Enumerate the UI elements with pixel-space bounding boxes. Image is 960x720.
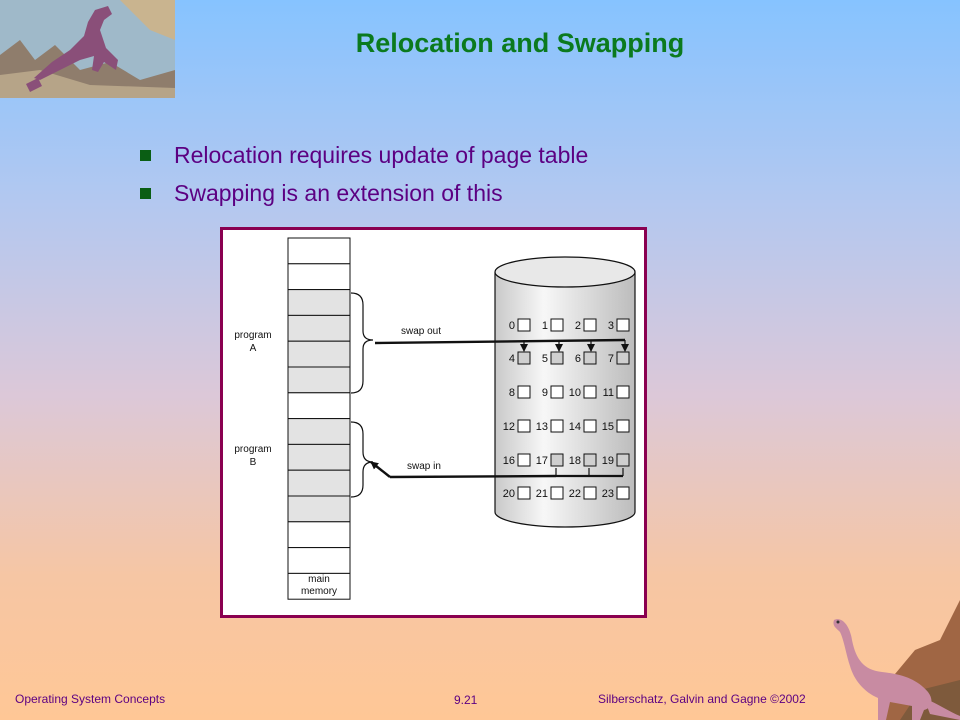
disk-block [517,453,531,467]
disk-block [550,419,564,433]
memory-frame [287,366,351,394]
disk-block-number: 17 [536,455,548,467]
memory-frame [287,418,351,445]
dinosaur-brontosaurus-icon [833,600,960,720]
memory-frame [287,521,351,549]
disk-block [583,419,597,433]
disk-block-number: 7 [608,353,614,365]
disk-block [616,318,630,332]
disk-block [550,351,564,365]
program-b-label-line1: program [234,444,271,455]
backing-store-disk [494,256,636,528]
swap-out-label: swap out [401,326,441,337]
bullet-item: Relocation requires update of page table [140,136,588,174]
disk-block [517,351,531,365]
disk-block [583,453,597,467]
program-a-label-line1: program [234,330,271,341]
disk-block [550,453,564,467]
swap-in-label: swap in [407,461,441,472]
square-bullet-icon [140,149,151,161]
disk-block-number: 16 [503,455,515,467]
memory-frame [287,289,351,316]
memory-frame [287,237,351,265]
disk-block-number: 15 [602,421,614,433]
disk-block [616,453,630,467]
disk-block-number: 8 [509,387,515,399]
memory-frame [287,469,351,497]
disk-block [583,351,597,365]
program-a-label-line2: A [250,343,257,354]
memory-frame [287,443,351,471]
memory-frame [287,495,351,523]
disk-block-number: 13 [536,421,548,433]
disk-block [616,486,630,500]
footer-authors: Silberschatz, Galvin and Gagne ©2002 [598,692,806,706]
disk-block-number: 0 [509,320,515,332]
disk-block-number: 5 [542,353,548,365]
bullet-text: Swapping is an extension of this [174,179,503,206]
disk-block [517,419,531,433]
memory-frame [287,547,351,574]
disk-block-number: 22 [569,488,581,500]
disk-block-number: 6 [575,353,581,365]
disk-block [583,385,597,399]
disk-block [550,385,564,399]
square-bullet-icon [140,187,151,199]
disk-block [583,318,597,332]
program-b-brace [350,421,374,498]
disk-block-number: 10 [569,387,581,399]
main-memory-label-line1: main [308,574,330,585]
disk-block-number: 12 [503,421,515,433]
footer-slide-number: 9.21 [454,693,478,707]
memory-frame [287,340,351,368]
disk-block [583,486,597,500]
disk-block [550,318,564,332]
disk-block-number: 23 [602,488,614,500]
disk-block [616,419,630,433]
disk-block [517,486,531,500]
disk-block-number: 11 [603,387,614,399]
swap-out-arrows [374,338,629,352]
memory-frame [287,263,351,291]
disk-block [616,385,630,399]
main-memory-label-line2: memory [301,586,337,597]
program-a-brace [350,292,374,394]
disk-block-number: 9 [542,387,548,399]
disk-block-number: 2 [575,320,581,332]
disk-block-number: 18 [569,455,581,467]
disk-block-number: 1 [542,320,548,332]
disk-block [517,318,531,332]
bullet-list: Relocation requires update of page table… [140,136,588,212]
bullet-item: Swapping is an extension of this [140,174,588,212]
main-memory-column [287,237,351,600]
memory-frame [287,392,351,420]
memory-frame [287,314,351,342]
disk-block-number: 4 [509,353,515,365]
disk-block-number: 21 [536,488,548,500]
disk-block [517,385,531,399]
disk-block-number: 14 [569,421,581,433]
disk-block-number: 19 [602,455,614,467]
swap-in-arrows [370,461,624,479]
disk-block [616,351,630,365]
memory-frame [287,572,351,600]
disk-block-number: 3 [608,320,614,332]
dinosaur-trex-icon [0,0,175,98]
slide-title: Relocation and Swapping [355,28,685,58]
disk-block-number: 20 [503,488,515,500]
disk-block [550,486,564,500]
program-b-label-line2: B [250,457,257,468]
footer-book-title: Operating System Concepts [15,692,166,706]
bullet-text: Relocation requires update of page table [174,141,589,168]
